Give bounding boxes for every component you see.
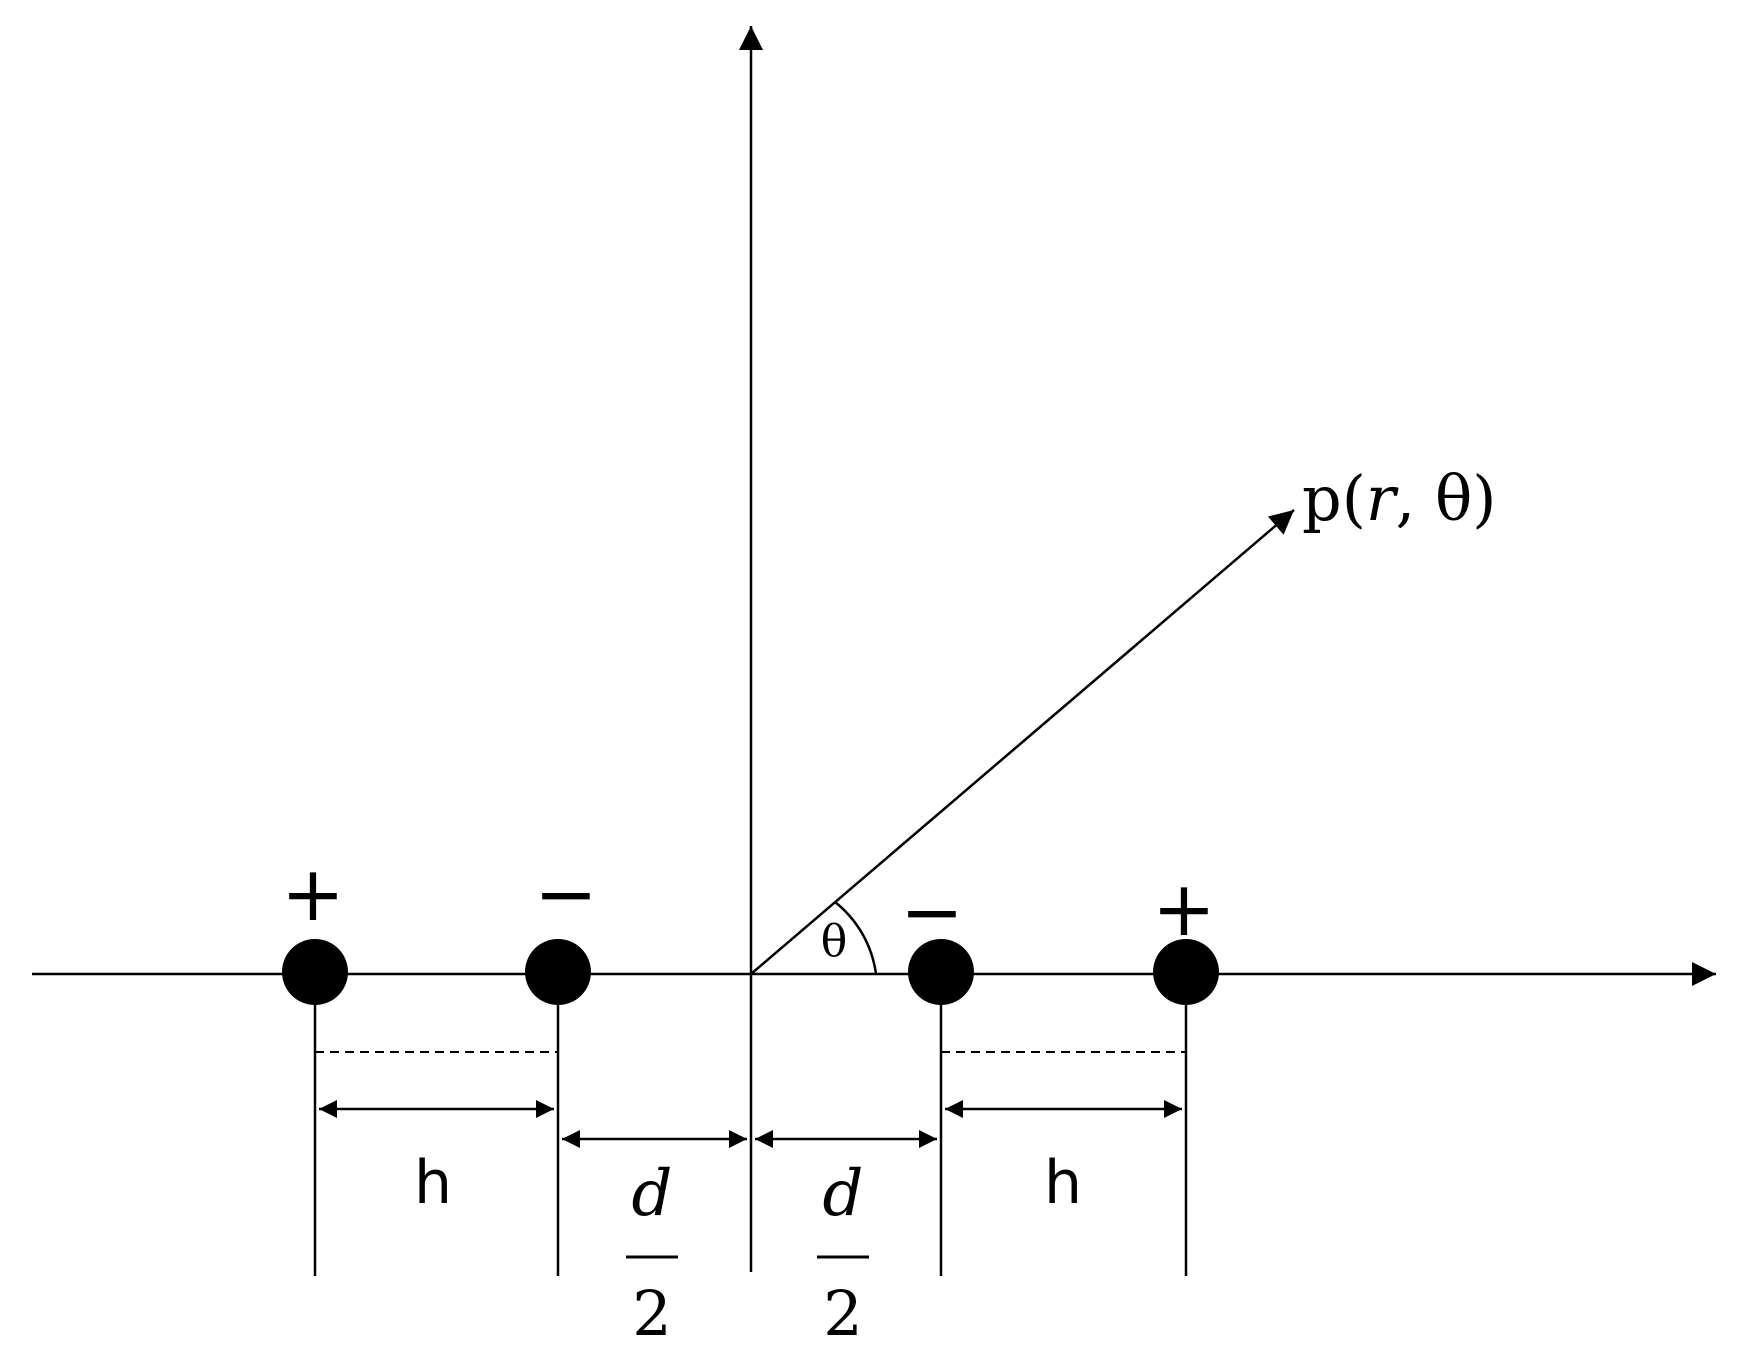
dimension-label-left-d-numerator: d [632,1157,673,1231]
point-label-r: r [1366,462,1399,535]
point-label: p(r, θ) [1302,462,1496,535]
dimension-label-right-d-numerator: d [823,1157,864,1231]
dimension-label-right-h: h [1044,1148,1082,1218]
angle-label: θ [821,916,848,967]
charge-dot [1153,939,1219,1005]
charge-dot [282,939,348,1005]
charge-sign-label: − [900,867,964,956]
charge-sign-label: + [1152,864,1216,953]
angle-arc [834,901,878,975]
charge-dot [525,939,591,1005]
charge-dot [908,939,974,1005]
dimension-label-left-d-denominator: 2 [632,1277,671,1350]
point-label-rest: , θ) [1396,462,1497,535]
charge-sign-label: − [534,849,598,938]
charge-sign-label: + [281,849,345,938]
point-label-prefix: p( [1302,462,1366,535]
dimension-label-left-h: h [414,1148,452,1218]
dimension-label-right-d-denominator: 2 [823,1277,862,1350]
position-vector [750,509,1295,975]
